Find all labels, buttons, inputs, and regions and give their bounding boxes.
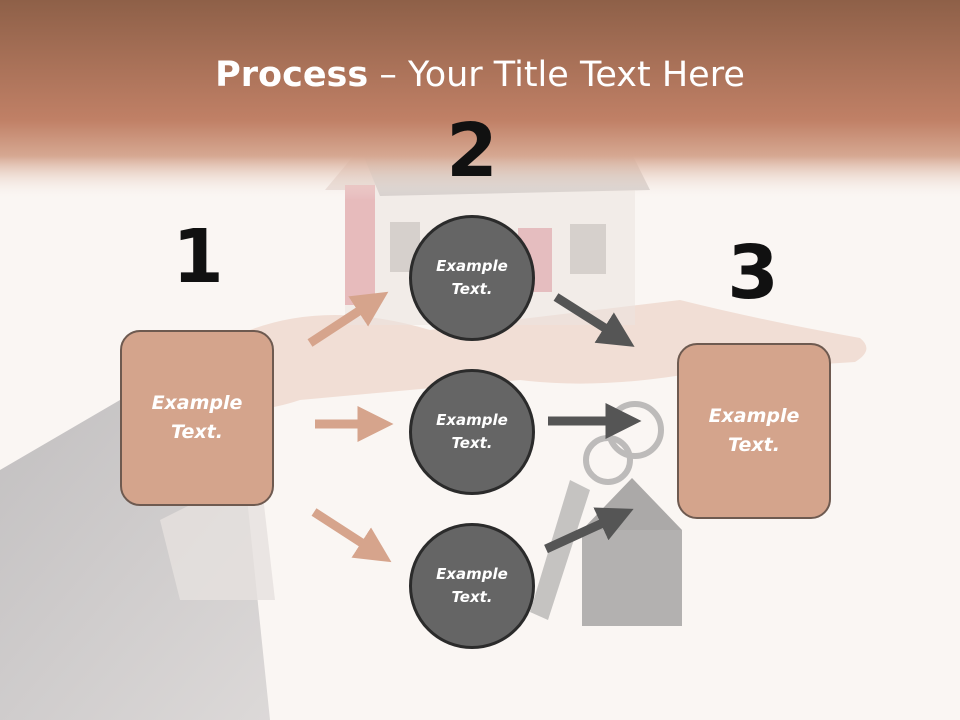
middle-node-center-text: Example Text.	[436, 411, 508, 452]
arrow-right-bottom	[544, 507, 634, 554]
step-3-box: Example Text.	[677, 343, 831, 519]
step-1-box: Example Text.	[120, 330, 274, 506]
title-rest: – Your Title Text Here	[368, 55, 745, 95]
step-number-1: 1	[172, 214, 224, 300]
title-bold: Process	[215, 55, 369, 95]
slide-title: Process – Your Title Text Here	[0, 52, 960, 98]
arrow-right-top	[553, 293, 635, 347]
middle-node-top: Example Text.	[409, 215, 535, 341]
middle-node-top-text: Example Text.	[436, 257, 508, 298]
hand-shape	[200, 300, 867, 410]
step-number-2: 2	[446, 108, 498, 194]
middle-node-center: Example Text.	[409, 369, 535, 495]
keys-shape	[530, 401, 682, 626]
step-1-text: Example Text.	[151, 392, 243, 443]
middle-node-bottom: Example Text.	[409, 523, 535, 649]
arrow-left-top	[307, 291, 389, 347]
arrow-left-bottom	[311, 508, 392, 563]
middle-node-bottom-text: Example Text.	[436, 565, 508, 606]
step-number-3: 3	[727, 230, 779, 316]
step-3-text: Example Text.	[708, 405, 800, 456]
